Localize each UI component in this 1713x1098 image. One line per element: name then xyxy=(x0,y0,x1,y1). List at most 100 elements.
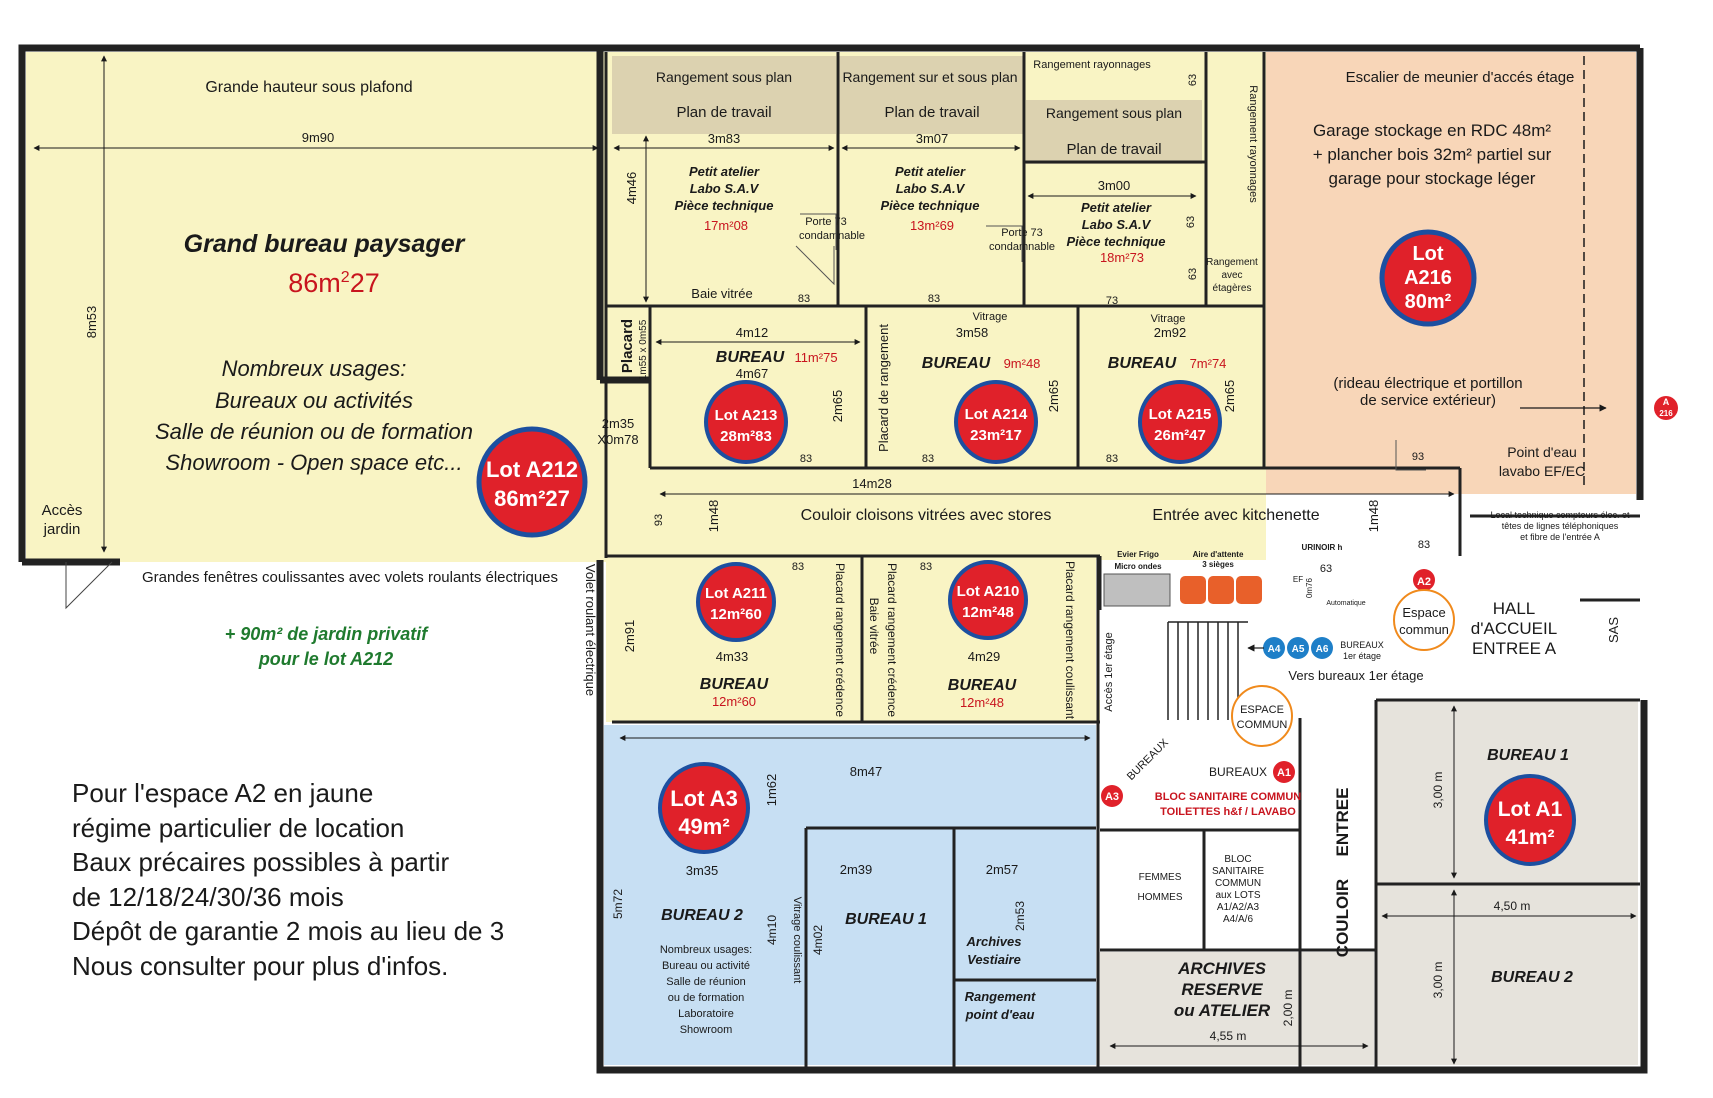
bureaux-etage-1: BUREAUX xyxy=(1340,640,1384,650)
espace-commun-1: Espace xyxy=(1402,605,1445,620)
a215-door-83: 83 xyxy=(1106,453,1118,465)
a216-point-eau-1: Point d'eau xyxy=(1507,444,1577,460)
a212-door-dim-2: X0m78 xyxy=(597,432,638,447)
lot-a216: Escalier de meunier d'accés étage Garage… xyxy=(1313,56,1607,490)
bureau-a214: Vitrage 3m58 BUREAU 9m²48 2m65 Placard d… xyxy=(876,311,1061,465)
espace-commun-2-circle xyxy=(1231,685,1293,747)
atelier-1-height: 4m46 xyxy=(624,172,639,205)
a3-usage-5: Laboratoire xyxy=(678,1008,734,1020)
hall-2: d'ACCUEIL xyxy=(1471,619,1557,638)
marker-a3-label: A3 xyxy=(1105,791,1119,803)
a212-usage-3: Salle de réunion ou de formation xyxy=(155,419,473,444)
lot-a216-line3: 80m² xyxy=(1405,291,1452,313)
a3-vitrage: Vitrage coulissant xyxy=(791,897,803,984)
ef-label: EF xyxy=(1293,575,1303,584)
couloir-label: Couloir cloisons vitrées avec stores xyxy=(801,507,1052,524)
lot-a3-line1: Lot A3 xyxy=(670,786,738,811)
rangement-etageres-1: Rangement xyxy=(1206,257,1258,268)
lot-badge-a210: Lot A210 12m²48 xyxy=(948,560,1028,640)
a216-escalier: Escalier de meunier d'accés étage xyxy=(1346,69,1575,86)
atelier-3-l1: Petit atelier xyxy=(1081,200,1152,215)
a210-baie: Baie vitrée xyxy=(867,598,881,655)
espace-commun-circle xyxy=(1393,589,1455,651)
lot-a213-line2: 28m²83 xyxy=(720,428,772,445)
a213-area: 11m²75 xyxy=(794,350,837,365)
archives-1: ARCHIVES xyxy=(1177,959,1267,978)
a215-side: 2m65 xyxy=(1222,380,1237,413)
lot-badge-a216: Lot A216 80m² xyxy=(1379,229,1477,327)
volet-roulant: Volet roulant électrique xyxy=(583,564,598,696)
atelier-1: Rangement sous plan Plan de travail 3m83… xyxy=(613,69,865,305)
a216-point-eau-2: lavabo EF/EC xyxy=(1499,463,1585,479)
lot-a211-line1: Lot A211 xyxy=(705,585,767,602)
femmes: FEMMES xyxy=(1139,872,1182,883)
a212-usage-1: Nombreux usages: xyxy=(222,356,407,381)
bloc-b3: COMMUN xyxy=(1215,878,1261,889)
a216-rideau-2: de service extérieur) xyxy=(1360,392,1496,409)
note-line-2: régime particulier de location xyxy=(72,812,405,843)
atelier-2-dim: 3m07 xyxy=(916,131,949,146)
lot-a3-line2: 49m² xyxy=(678,814,729,839)
couloir: 14m28 Couloir cloisons vitrées avec stor… xyxy=(653,476,1455,532)
atelier-3-door-63a: 63 xyxy=(1187,74,1199,86)
atelier-2-area: 13m²69 xyxy=(910,218,954,233)
marker-a6: A6 xyxy=(1311,637,1333,659)
a3-bureau-1: BUREAU 1 xyxy=(845,911,927,928)
a213-dim-sub: 4m67 xyxy=(736,366,769,381)
couloir-dim: 14m28 xyxy=(852,476,892,491)
kitchenette: Evier Frigo Micro ondes Aire d'attente 3… xyxy=(1103,539,1430,607)
lot-a210-line2: 12m²48 xyxy=(962,604,1014,621)
marker-a3: A3 xyxy=(1101,785,1123,807)
garden-door-swing xyxy=(65,561,113,610)
a3-b1-h: 4m02 xyxy=(811,925,825,955)
archives-h: 2,00 m xyxy=(1281,990,1295,1027)
a1-w: 4,50 m xyxy=(1494,899,1531,913)
lot-badge-a214: Lot A214 23m²17 xyxy=(954,380,1038,464)
lot-a210-line1: Lot A210 xyxy=(957,583,1020,600)
bureaux-etage-2: 1er étage xyxy=(1343,651,1381,661)
a3-b1-dim: 2m39 xyxy=(840,862,873,877)
a3-usage-3: Salle de réunion xyxy=(666,976,746,988)
lot-a216-line2: A216 xyxy=(1404,267,1452,289)
lot-a214-line1: Lot A214 xyxy=(965,406,1028,423)
note-line-3: Baux précaires possibles à partir xyxy=(72,847,450,877)
a212-usage-4: Showroom - Open space etc... xyxy=(165,450,462,475)
a3-dim-v: 1m62 xyxy=(764,774,779,807)
seat-2 xyxy=(1208,576,1234,604)
atelier-3-area: 18m²73 xyxy=(1100,250,1144,265)
bloc-b6: A4/A/6 xyxy=(1223,914,1253,925)
a214-vitrage: Vitrage xyxy=(973,311,1008,323)
atelier-1-dim: 3m83 xyxy=(708,131,741,146)
vers-bureaux: Vers bureaux 1er étage xyxy=(1288,668,1423,683)
hommes: HOMMES xyxy=(1138,892,1183,903)
a3-rangement-1: Rangement xyxy=(965,989,1036,1004)
a3-archives-1: Archives xyxy=(966,934,1022,949)
a216-door-93: 93 xyxy=(1412,451,1424,463)
a1-bureau-1: BUREAU 1 xyxy=(1487,747,1569,764)
marker-a216-1: A xyxy=(1663,397,1670,407)
atelier-3-l3: Pièce technique xyxy=(1067,234,1166,249)
a213-door-83: 83 xyxy=(800,453,812,465)
local-tech-1: Local technique compteurs élec. et xyxy=(1490,510,1630,520)
espace-commun-b-2: COMMUN xyxy=(1237,719,1288,731)
a3-usage-2: Bureau ou activité xyxy=(662,960,750,972)
a216-garage-3: garage pour stockage léger xyxy=(1329,169,1536,188)
a1-bureau-2: BUREAU 2 xyxy=(1491,969,1573,986)
a216-garage-2: + plancher bois 32m² partiel sur xyxy=(1313,145,1552,164)
lot-a211-line2: 12m²60 xyxy=(710,606,762,623)
hall: A2 Espace commun HALL d'ACCUEIL ENTREE A… xyxy=(1103,569,1621,747)
atelier-2-l1: Petit atelier xyxy=(895,164,966,179)
marker-a216-2: 216 xyxy=(1659,409,1673,418)
bureaux-diag: BUREAUX xyxy=(1125,736,1172,783)
bureau-a210: Placard rangement crédence Baie vitrée 4… xyxy=(867,561,1077,720)
archives-2: RESERVE xyxy=(1181,980,1263,999)
kitchen-counter xyxy=(1103,573,1171,607)
a210-label: BUREAU xyxy=(948,677,1017,694)
note-line-4: de 12/18/24/30/36 mois xyxy=(72,881,344,912)
marker-a2: A2 xyxy=(1413,569,1435,591)
atelier-1-l3: Pièce technique xyxy=(675,198,774,213)
lot-a212: Grande hauteur sous plafond 9m90 8m53 Gr… xyxy=(33,55,639,669)
atelier-3-door-73: 73 xyxy=(1106,295,1118,307)
marker-a4-label: A4 xyxy=(1268,644,1281,655)
workbench-3 xyxy=(1026,100,1202,164)
